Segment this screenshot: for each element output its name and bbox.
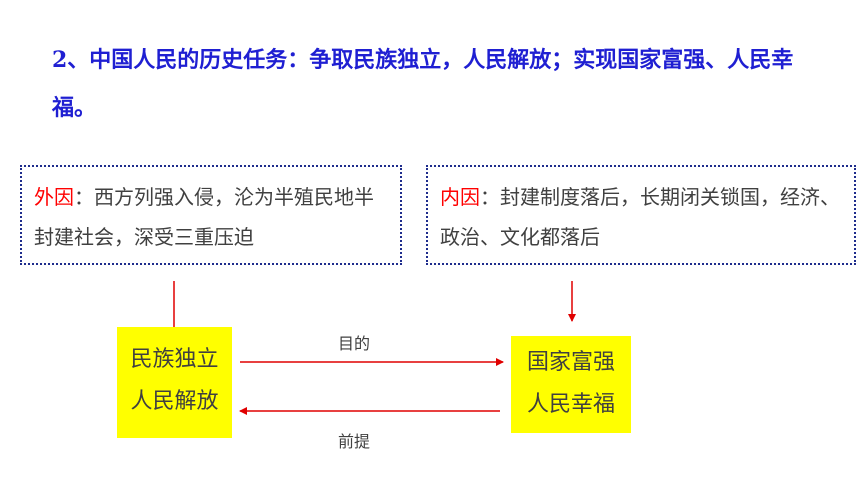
section-heading: 2、中国人民的历史任务：争取民族独立，人民解放；实现国家富强、人民幸福。 bbox=[52, 47, 794, 121]
independence-liberation-box: 民族独立 人民解放 bbox=[117, 327, 232, 438]
prosperity-happiness-box: 国家富强 人民幸福 bbox=[511, 336, 631, 433]
goal-left-line2: 人民解放 bbox=[130, 389, 219, 414]
external-cause-box: 外因：西方列强入侵，沦为半殖民地半封建社会，深受三重压迫 bbox=[20, 165, 402, 265]
external-cause-label: 外因 bbox=[34, 185, 74, 209]
external-cause-text: 西方列强入侵，沦为半殖民地半封建社会，深受三重压迫 bbox=[34, 185, 374, 249]
goal-right-line2: 人民幸福 bbox=[526, 392, 615, 417]
internal-cause-label: 内因 bbox=[440, 185, 480, 209]
internal-cause-box: 内因：封建制度落后，长期闭关锁国，经济、政治、文化都落后 bbox=[426, 165, 856, 265]
internal-cause-text: 封建制度落后，长期闭关锁国，经济、政治、文化都落后 bbox=[440, 185, 840, 249]
external-cause-colon: ： bbox=[74, 185, 94, 209]
internal-cause-colon: ： bbox=[480, 185, 500, 209]
goal-right-line1: 国家富强 bbox=[526, 350, 615, 375]
purpose-label: 目的 bbox=[338, 334, 371, 353]
premise-label: 前提 bbox=[338, 432, 371, 451]
goal-left-line1: 民族独立 bbox=[130, 347, 219, 372]
